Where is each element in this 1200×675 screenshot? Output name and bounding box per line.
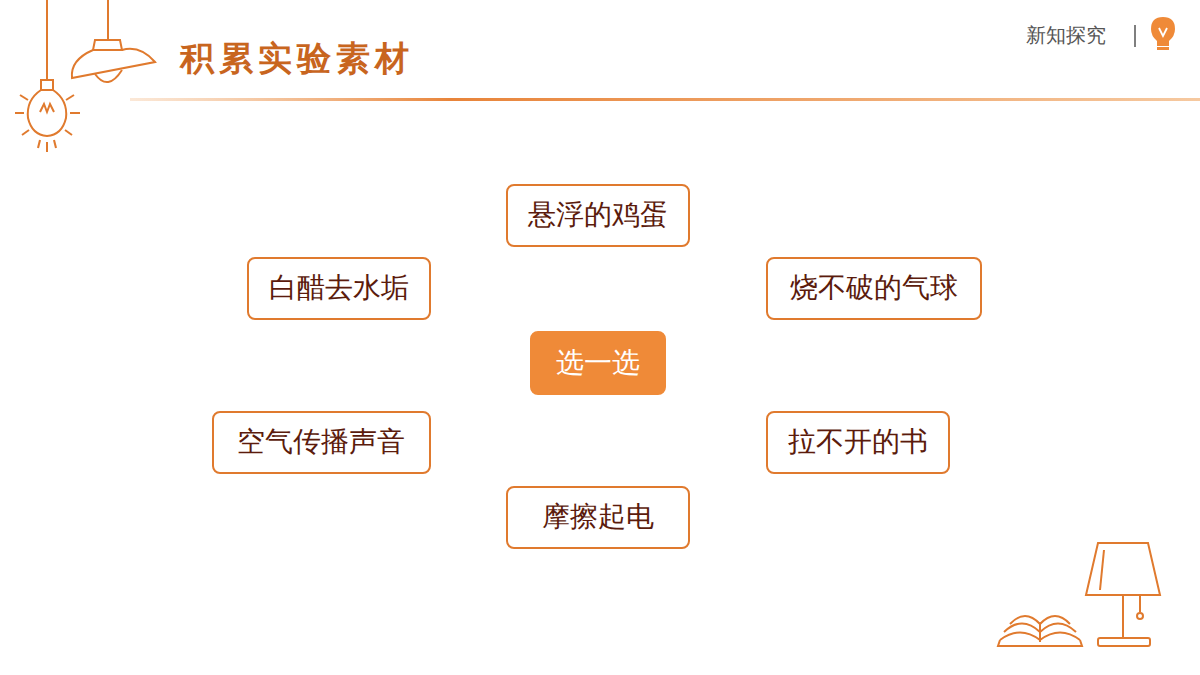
center-button: 选一选 <box>530 331 666 395</box>
hanging-lamp <box>15 0 155 152</box>
topic-box: 拉不开的书 <box>766 411 950 474</box>
node-text: 白醋去水垢 <box>269 269 409 307</box>
desk-lamp-and-book <box>998 543 1160 646</box>
topic-box: 烧不破的气球 <box>766 257 982 320</box>
node-text: 悬浮的鸡蛋 <box>528 196 668 234</box>
bulb-icon <box>1135 17 1175 50</box>
node-text: 烧不破的气球 <box>790 269 958 307</box>
slide-title: 积累实验素材 <box>180 36 414 82</box>
node-text: 摩擦起电 <box>542 498 654 536</box>
topic-box: 白醋去水垢 <box>247 257 431 320</box>
topic-box: 悬浮的鸡蛋 <box>506 184 690 247</box>
node-text: 拉不开的书 <box>788 423 928 461</box>
section-label: 新知探究 <box>1026 22 1106 49</box>
topic-box: 空气传播声音 <box>212 411 431 474</box>
node-text: 选一选 <box>556 344 640 382</box>
topic-box: 摩擦起电 <box>506 486 690 549</box>
header-line <box>130 98 1200 101</box>
node-text: 空气传播声音 <box>237 423 405 461</box>
